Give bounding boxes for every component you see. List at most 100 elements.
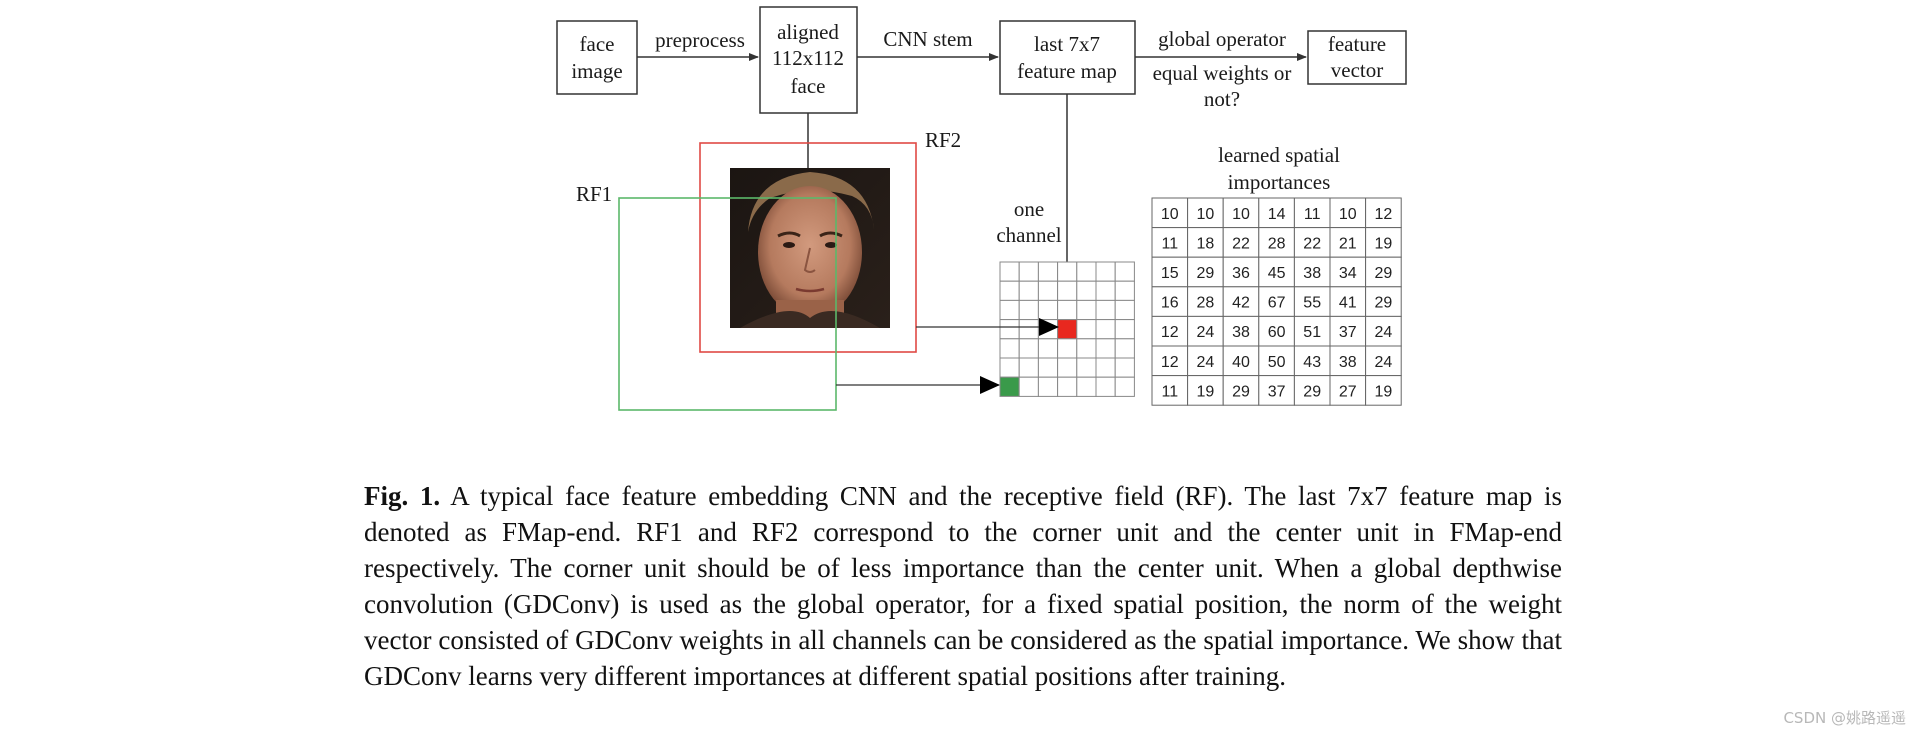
importance-value: 29 bbox=[1232, 383, 1250, 400]
importance-cell bbox=[1222, 227, 1260, 258]
rf1-label: RF1 bbox=[576, 182, 612, 206]
channel-cell bbox=[1114, 280, 1135, 301]
importance-cell bbox=[1222, 315, 1260, 347]
feature-map-box: last 7x7 feature map bbox=[999, 20, 1136, 95]
channel-cell bbox=[1114, 319, 1135, 340]
importance-value: 28 bbox=[1197, 295, 1215, 312]
importance-value: 24 bbox=[1375, 354, 1393, 371]
importance-cell bbox=[1258, 256, 1295, 288]
channel-cell bbox=[1114, 376, 1135, 397]
one-channel-label-line2: channel bbox=[996, 223, 1061, 247]
channel-cell bbox=[999, 261, 1020, 282]
importance-value: 45 bbox=[1268, 265, 1286, 282]
importance-cell bbox=[1151, 227, 1189, 258]
importance-value: 10 bbox=[1197, 206, 1215, 223]
importance-value: 27 bbox=[1339, 383, 1357, 400]
face-photo bbox=[730, 168, 890, 328]
channel-cell bbox=[1018, 357, 1039, 378]
channel-cell bbox=[1095, 338, 1116, 359]
importance-cell bbox=[1329, 227, 1367, 258]
importance-value: 38 bbox=[1232, 324, 1250, 341]
channel-cell bbox=[1114, 261, 1135, 282]
channel-cell bbox=[999, 280, 1020, 301]
importance-cell bbox=[1329, 197, 1367, 229]
importance-value: 21 bbox=[1339, 235, 1357, 252]
importance-value: 29 bbox=[1303, 383, 1321, 400]
channel-cell bbox=[1037, 357, 1059, 378]
face-image-box: face image bbox=[556, 20, 638, 95]
importance-value: 10 bbox=[1232, 206, 1250, 223]
importance-cell bbox=[1365, 315, 1402, 347]
rf2-label: RF2 bbox=[925, 128, 961, 152]
importance-value: 29 bbox=[1375, 295, 1393, 312]
importance-cell bbox=[1293, 227, 1331, 258]
channel-cell bbox=[1018, 376, 1039, 397]
importance-value: 67 bbox=[1268, 295, 1286, 312]
feature-vector-box: feature vector bbox=[1307, 30, 1407, 85]
importance-value: 34 bbox=[1339, 265, 1357, 282]
channel-cell bbox=[1076, 376, 1097, 397]
importance-cell bbox=[1293, 197, 1331, 229]
channel-cell bbox=[1037, 280, 1059, 301]
one-channel-grid bbox=[999, 261, 1135, 397]
channel-cell bbox=[1057, 319, 1078, 340]
importance-value: 37 bbox=[1339, 324, 1357, 341]
channel-cell bbox=[1076, 299, 1097, 321]
importance-cell bbox=[1187, 375, 1224, 406]
importance-value: 50 bbox=[1268, 354, 1286, 371]
importance-value: 19 bbox=[1375, 235, 1393, 252]
aligned-face-box-line3: face bbox=[791, 74, 826, 98]
importance-value: 38 bbox=[1339, 354, 1357, 371]
importance-cell bbox=[1222, 197, 1260, 229]
channel-cell bbox=[1076, 338, 1097, 359]
channel-cell bbox=[1076, 261, 1097, 282]
channel-cell bbox=[1095, 299, 1116, 321]
importance-value: 29 bbox=[1375, 265, 1393, 282]
importance-cell bbox=[1293, 256, 1331, 288]
importance-value: 29 bbox=[1197, 265, 1215, 282]
preprocess-label: preprocess bbox=[655, 28, 745, 52]
channel-cell bbox=[1057, 280, 1078, 301]
importance-value: 28 bbox=[1268, 235, 1286, 252]
feature-vector-box-line1: feature bbox=[1328, 32, 1386, 56]
channel-cell bbox=[1095, 280, 1116, 301]
importance-cell bbox=[1151, 345, 1189, 377]
importance-value: 22 bbox=[1303, 235, 1321, 252]
channel-cell bbox=[999, 338, 1020, 359]
importance-cell bbox=[1365, 375, 1402, 406]
importance-value: 18 bbox=[1197, 235, 1215, 252]
aligned-face-box: aligned 112x112 face bbox=[759, 6, 858, 114]
channel-cell bbox=[1095, 357, 1116, 378]
channel-cell bbox=[999, 299, 1020, 321]
aligned-face-box-line2: 112x112 bbox=[772, 46, 844, 70]
channel-cell bbox=[1057, 299, 1078, 321]
importance-value: 43 bbox=[1303, 354, 1321, 371]
importance-cell bbox=[1187, 315, 1224, 347]
importance-cell bbox=[1365, 286, 1402, 317]
importance-cell bbox=[1329, 345, 1367, 377]
importance-title-line2: importances bbox=[1228, 170, 1331, 194]
figure-caption: Fig. 1. A typical face feature embedding… bbox=[364, 478, 1562, 694]
importance-value: 11 bbox=[1161, 383, 1178, 400]
global-operator-label-line1: global operator bbox=[1158, 27, 1286, 51]
importance-title-line1: learned spatial bbox=[1218, 143, 1340, 167]
channel-cell bbox=[1057, 261, 1078, 282]
importance-cell bbox=[1222, 256, 1260, 288]
channel-cell bbox=[1095, 376, 1116, 397]
importance-cell bbox=[1151, 315, 1189, 347]
importance-cell bbox=[1293, 375, 1331, 406]
importance-cell bbox=[1187, 227, 1224, 258]
importance-value: 12 bbox=[1161, 354, 1179, 371]
importance-value: 11 bbox=[1304, 206, 1321, 223]
importance-value: 60 bbox=[1268, 324, 1286, 341]
importance-cell bbox=[1329, 375, 1367, 406]
channel-cell bbox=[1114, 357, 1135, 378]
importance-value: 11 bbox=[1161, 235, 1178, 252]
aligned-face-box-line1: aligned bbox=[777, 20, 839, 44]
figure-caption-text: A typical face feature embedding CNN and… bbox=[364, 481, 1562, 691]
channel-cell bbox=[1114, 299, 1135, 321]
channel-cell bbox=[1018, 261, 1039, 282]
importance-cell bbox=[1151, 197, 1189, 229]
